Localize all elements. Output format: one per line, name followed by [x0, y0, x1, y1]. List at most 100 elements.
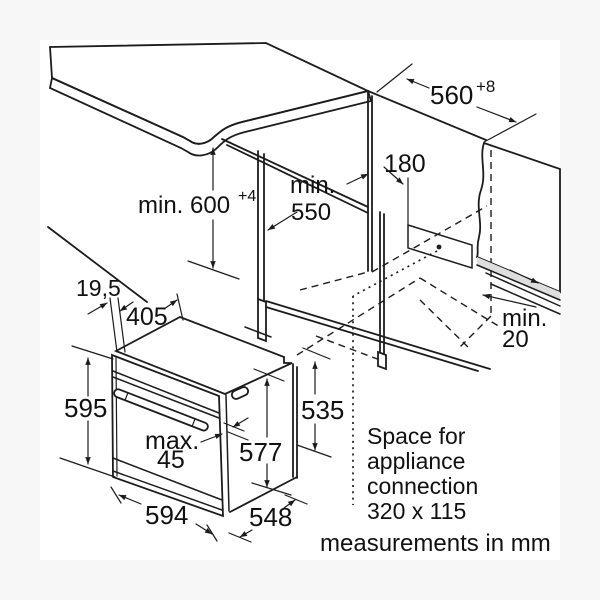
- dim-label: min. 600: [138, 192, 230, 219]
- rear-wall: [475, 141, 561, 315]
- ext-line: [483, 113, 537, 143]
- connection-note: Space for appliance connection 320 x 115: [367, 423, 478, 524]
- dim-label: 595: [64, 393, 107, 423]
- dim-arrow: [163, 299, 178, 310]
- hidden-edge-2: [371, 205, 488, 273]
- right-panel-foot: [377, 350, 387, 371]
- dim-tolerance: +4: [238, 188, 256, 205]
- dim-label: 577: [239, 437, 282, 467]
- ext-line: [187, 260, 240, 280]
- dim-niche-width-560: 560 +8: [376, 63, 537, 143]
- control-panel-line-1: [112, 370, 220, 414]
- units-note: measurements in mm: [320, 530, 551, 557]
- dim-label-top-depth: 405: [126, 303, 168, 331]
- ext-line: [59, 457, 116, 478]
- handle-mount-right: [191, 418, 196, 427]
- left-cabinet-torn-edge: [47, 226, 148, 303]
- oven-case-top: [113, 316, 293, 395]
- dim-case-rear-height-535: 535: [296, 347, 344, 458]
- ext-line: [117, 297, 126, 353]
- hidden-edge-3: [296, 277, 421, 356]
- dim-arrow: [119, 301, 134, 312]
- rear-wall-base-strip: [477, 257, 560, 300]
- connection-space: [352, 177, 473, 505]
- ext-line: [284, 494, 308, 505]
- dim-label-line1: max.: [145, 427, 199, 455]
- dim-line: [195, 523, 213, 535]
- ext-line: [376, 63, 413, 93]
- worktop-rail-inner: [226, 144, 369, 214]
- rear-wall-panel: [475, 141, 561, 294]
- door-bottom-line: [112, 457, 223, 501]
- dim-label-line2: 20: [502, 326, 529, 353]
- dim-label: 180: [384, 150, 426, 178]
- dim-case-depth-548: 548: [228, 494, 308, 543]
- dim-oven-width-594: 594: [110, 486, 218, 542]
- dim-facia-19-5-and-top-405: 19,5 405: [76, 275, 184, 353]
- dim-label: 535: [301, 395, 344, 425]
- dim-case-height-577: 577: [239, 368, 292, 496]
- dim-label: 548: [249, 502, 292, 532]
- front-bottom-inner: [112, 470, 223, 511]
- dim-line: [239, 529, 253, 538]
- dim-handle-45: max. 45: [145, 417, 249, 474]
- dim-line: [283, 499, 296, 509]
- ext-line: [251, 482, 292, 496]
- base-strip-edge-2: [485, 272, 561, 307]
- ext-line: [296, 444, 332, 458]
- handle-bar: [113, 388, 209, 432]
- handle-mount-left: [124, 392, 129, 401]
- cabinet-niche: [47, 90, 501, 372]
- dim-rear-gap-20: min. 20: [482, 269, 547, 353]
- hidden-edge-4: [419, 277, 501, 328]
- dim-label-line2: 550: [291, 199, 331, 226]
- dim-line: [118, 494, 142, 505]
- niche-floor-inner-edge: [265, 306, 479, 372]
- dim-arrow: [267, 211, 298, 231]
- niche-floor-front-edge: [265, 300, 491, 370]
- dim-arrow: [346, 173, 369, 185]
- oven-side-grip: [230, 386, 250, 400]
- worktop-front-edge: [48, 76, 373, 157]
- dim-niche-height-600: min. 600 +4: [138, 147, 256, 280]
- note-line-4: 320 x 115: [367, 498, 466, 524]
- note-line-2: appliance: [367, 448, 465, 474]
- dim-line: [406, 78, 430, 89]
- dim-arrow: [509, 269, 539, 284]
- dim-label-line2: 45: [157, 446, 185, 474]
- connection-hatch-area: [407, 223, 473, 270]
- control-panel-line-2: [112, 376, 220, 419]
- dim-label-line1: min.: [290, 172, 335, 199]
- dim-oven-height-595: 595: [59, 345, 116, 478]
- dim-label-facia: 19,5: [76, 275, 121, 301]
- dim-arrow: [87, 302, 108, 315]
- dim-arrow: [200, 433, 223, 443]
- dim-arrow: [383, 166, 404, 185]
- ext-line: [71, 345, 114, 360]
- base-strip-edge-1: [476, 264, 561, 301]
- note-line-1: Space for: [367, 423, 466, 449]
- ext-line: [227, 431, 249, 441]
- ext-line: [176, 293, 184, 321]
- oven-case-front-edge: [225, 394, 230, 512]
- niche-left-panel-foot: [257, 297, 267, 343]
- dim-label: 594: [145, 500, 188, 530]
- oven-door-handle: [113, 388, 209, 432]
- ext-line: [302, 347, 331, 360]
- oven-case-bottom-edge: [229, 476, 298, 513]
- oven: [111, 316, 298, 518]
- dim-tolerance: +8: [476, 77, 495, 96]
- ext-line: [110, 486, 122, 504]
- hidden-edge-8: [457, 315, 492, 350]
- dim-arrow: [232, 417, 249, 428]
- worktop: [48, 42, 373, 157]
- dim-label: 560: [430, 80, 473, 110]
- ext-line: [253, 368, 285, 382]
- worktop-rail-edge: [221, 138, 369, 208]
- floor-edge-stub: [244, 326, 272, 338]
- niche-back-top-edge: [367, 90, 487, 141]
- dim-niche-depth-550: min. 550: [267, 172, 335, 231]
- oven-front-panel: [111, 353, 224, 518]
- dim-connection-offset-180: 180: [346, 150, 426, 185]
- dim-label-line1: min.: [502, 305, 547, 332]
